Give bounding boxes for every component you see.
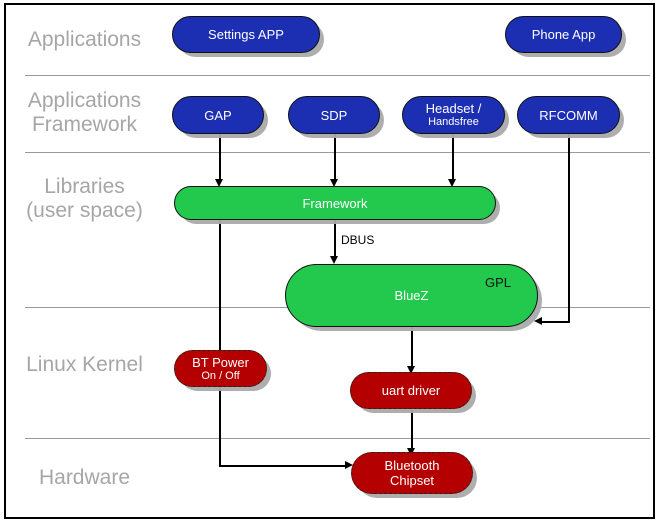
layer-label-applications-framework-line2: Framework <box>31 113 137 136</box>
node-uart-driver[interactable]: uart driver <box>350 372 472 409</box>
layer-label-linux-kernel: Linux Kernel <box>26 353 143 376</box>
divider-applications-framework <box>25 152 650 153</box>
node-phone-app[interactable]: Phone App <box>505 16 622 53</box>
layer-label-libraries-line1: Libraries <box>44 175 125 198</box>
edge-label-dbus: DBUS <box>341 233 375 247</box>
layer-label-applications-framework: Applications Framework <box>2 89 167 137</box>
node-bluetooth-chipset-sublabel: Chipset <box>389 473 435 488</box>
arrowhead-rfcomm-to-bluez <box>534 317 542 325</box>
node-bluetooth-chipset[interactable]: Bluetooth Chipset <box>351 452 473 494</box>
node-sdp-label: SDP <box>320 107 348 123</box>
connector-gap-to-framework <box>219 134 221 181</box>
connector-framework-to-chipset-horizontal <box>219 465 349 467</box>
layer-label-libraries-line2: (user space) <box>26 199 143 222</box>
node-headset-handsfree-sublabel: Handsfree <box>428 116 479 128</box>
arrowhead-gap-to-framework <box>215 179 223 187</box>
node-bt-power[interactable]: BT Power On / Off <box>174 350 267 387</box>
layer-label-applications: Applications <box>27 28 142 51</box>
node-framework[interactable]: Framework <box>174 186 496 220</box>
node-rfcomm-label: RFCOMM <box>539 107 598 123</box>
layer-label-hardware: Hardware <box>38 466 131 489</box>
node-bluez-gpl-badge: GPL <box>484 275 511 290</box>
connector-rfcomm-horizontal <box>540 321 570 323</box>
node-gap[interactable]: GAP <box>172 96 264 134</box>
node-bt-power-label: BT Power <box>192 354 249 370</box>
connector-framework-to-bluez <box>334 219 336 259</box>
node-headset-handsfree[interactable]: Headset / Handsfree <box>402 96 505 134</box>
node-gap-label: GAP <box>204 107 232 123</box>
node-headset-handsfree-label: Headset / <box>425 101 482 116</box>
node-settings-app-label: Settings APP <box>208 27 284 42</box>
node-settings-app[interactable]: Settings APP <box>172 16 320 53</box>
connector-bluez-to-uart <box>411 327 413 369</box>
node-uart-driver-label: uart driver <box>381 383 441 398</box>
node-bluez-label: BlueZ <box>394 288 429 303</box>
node-phone-app-label: Phone App <box>531 27 596 42</box>
connector-headset-to-framework <box>452 134 454 181</box>
layer-label-libraries: Libraries (user space) <box>2 175 167 223</box>
node-sdp[interactable]: SDP <box>288 96 380 134</box>
connector-rfcomm-vertical <box>568 134 570 322</box>
arrowhead-bluez-to-uart <box>407 366 415 374</box>
arrowhead-framework-to-bluez <box>330 256 338 264</box>
node-bluez[interactable]: GPL BlueZ <box>285 264 538 327</box>
arrowhead-power-to-chipset <box>345 461 353 469</box>
divider-linux-kernel <box>25 438 650 439</box>
diagram-border <box>4 3 655 519</box>
connector-sdp-to-framework <box>334 134 336 181</box>
arrowhead-sdp-to-framework <box>330 179 338 187</box>
node-bluetooth-chipset-label: Bluetooth <box>384 458 440 473</box>
arrowhead-headset-to-framework <box>448 179 456 187</box>
connector-uart-to-chipset <box>411 410 413 451</box>
node-bt-power-sublabel: On / Off <box>201 369 240 382</box>
connector-framework-to-chipset-vertical <box>219 219 221 467</box>
layer-label-applications-framework-line1: Applications <box>27 89 142 112</box>
node-rfcomm[interactable]: RFCOMM <box>517 96 620 134</box>
divider-applications <box>25 75 650 76</box>
node-framework-label: Framework <box>302 195 368 211</box>
